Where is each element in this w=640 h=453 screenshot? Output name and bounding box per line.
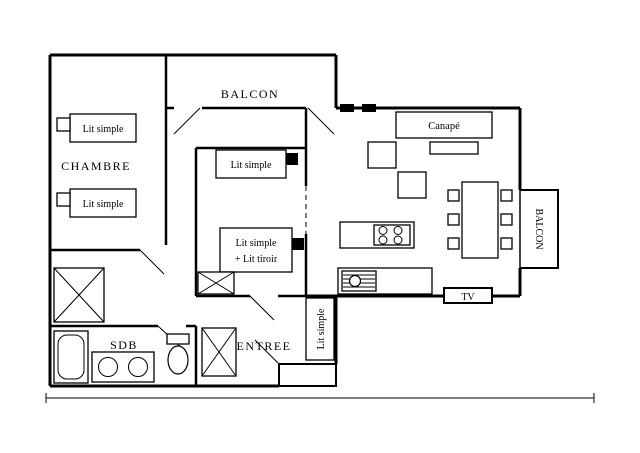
nightstand-4	[292, 238, 304, 250]
wardrobe-hall	[53, 267, 105, 323]
chair-left-2	[447, 213, 460, 226]
room-label-chambre: CHAMBRE	[61, 159, 131, 173]
tv	[443, 287, 493, 304]
door-swing-entrance	[254, 339, 280, 365]
bed-single-1	[69, 113, 137, 143]
double-sink	[91, 351, 155, 383]
bed-single-2	[69, 188, 137, 218]
basin-icon-2	[128, 357, 148, 377]
bed-single-2-label: Lit simple	[83, 199, 124, 210]
door-swing-balcony-left	[173, 107, 201, 135]
bed-single-1-label: Lit simple	[83, 124, 124, 135]
bed-single-5	[305, 297, 335, 361]
nightstand-3	[286, 153, 298, 165]
kitchen-stove-counter	[339, 221, 415, 249]
console-table	[429, 141, 479, 155]
sofa-label: Canapé	[428, 121, 460, 132]
chair-left-1	[447, 189, 460, 202]
chair-left-3	[447, 237, 460, 250]
kitchen-sink-counter	[337, 267, 433, 295]
balcony-right-outline	[520, 189, 559, 269]
chair-right-2	[500, 213, 513, 226]
nightstand-2	[56, 192, 71, 207]
chair-right-1	[500, 189, 513, 202]
window-mark-1	[340, 104, 354, 112]
burner-icon-2	[393, 226, 403, 235]
burner-icon-1	[378, 226, 388, 235]
burner-icon-3	[378, 235, 388, 245]
armchair-1	[367, 141, 397, 169]
nightstand-1	[56, 117, 71, 132]
entrance-step	[278, 363, 337, 387]
bed-single-5-label: Lit simple	[316, 308, 327, 349]
door-swing-bedroom2	[249, 295, 275, 321]
bed-single-4	[219, 227, 293, 273]
wardrobe-entree	[201, 327, 237, 377]
wardrobe-bedroom2	[197, 271, 235, 295]
dimension-line	[45, 393, 595, 403]
dining-table	[461, 181, 499, 259]
room-label-sdb: SDB	[110, 338, 138, 352]
sink-basin-icon	[348, 274, 362, 288]
tv-label: TV	[461, 292, 475, 303]
stove	[373, 224, 411, 246]
room-label-balcon-right: BALCON	[533, 208, 544, 249]
door-swing-balcony-right	[307, 107, 335, 135]
bed-single-4-label-line2: + Lit tiroir	[235, 254, 278, 265]
armchair-2	[397, 171, 427, 199]
bed-single-4-label-line1: Lit simple	[236, 238, 277, 249]
burner-icon-4	[393, 235, 403, 245]
door-swing-chambre	[139, 249, 165, 275]
window-mark-2	[362, 104, 376, 112]
chair-right-3	[500, 237, 513, 250]
sofa	[395, 111, 493, 139]
dining-table-set	[447, 181, 513, 259]
bed-single-3-label: Lit simple	[231, 160, 272, 171]
bathtub	[53, 330, 89, 384]
toilet	[166, 333, 190, 375]
room-label-balcon-top: BALCON	[221, 87, 279, 101]
basin-icon-1	[98, 357, 118, 377]
room-label-entree: ENTREE	[237, 339, 292, 353]
